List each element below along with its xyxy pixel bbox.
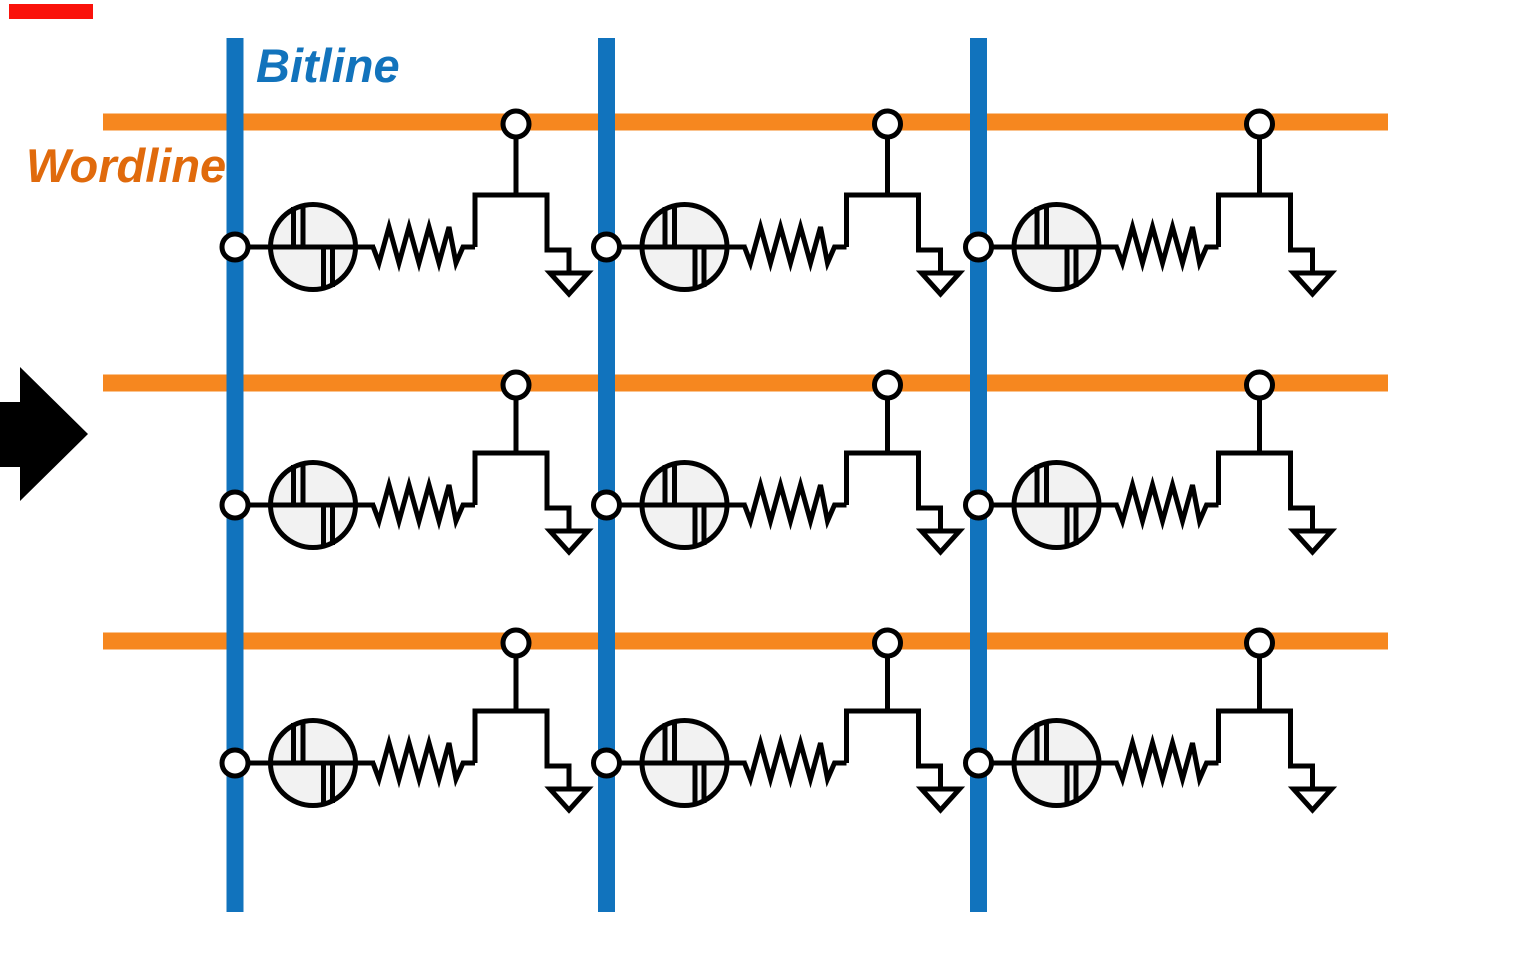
ground-icon <box>915 786 966 814</box>
memory-cells-group <box>219 108 1338 814</box>
access-transistor <box>844 192 943 273</box>
resistor-icon <box>370 217 475 273</box>
access-transistor <box>472 192 572 273</box>
memory-cell-r3c3 <box>963 627 1338 814</box>
resistor-icon <box>742 217 847 273</box>
bitline-terminal-node <box>219 231 251 263</box>
bitline-2 <box>598 38 615 912</box>
wordline-label: Wordline <box>26 139 227 192</box>
ground-icon <box>1287 528 1338 556</box>
memory-cell-r3c2 <box>591 627 966 814</box>
bitline-terminal-node <box>963 489 994 521</box>
wordlines-group <box>103 113 1388 650</box>
resistor-icon <box>742 475 847 531</box>
bitline-label: Bitline <box>256 39 400 92</box>
ground-icon <box>915 528 966 556</box>
bitline-terminal-node <box>591 747 622 779</box>
ground-icon <box>1287 786 1338 814</box>
wordline-3 <box>103 632 1388 650</box>
memory-cell-r1c1 <box>219 108 594 298</box>
resistor-icon <box>370 733 475 789</box>
access-transistor <box>1216 192 1315 273</box>
bitline-terminal-node <box>963 231 994 263</box>
wordline-2 <box>103 374 1388 392</box>
access-transistor <box>472 450 572 531</box>
memory-cell-r2c1 <box>219 369 594 556</box>
wordline-gate-node <box>500 627 532 659</box>
bitline-terminal-node <box>219 747 251 779</box>
memory-cell-r3c1 <box>219 627 594 814</box>
memory-cell-r1c2 <box>591 108 966 298</box>
ground-icon <box>915 270 966 298</box>
bitline-terminal-node <box>591 489 622 521</box>
memory-cell-r2c2 <box>591 369 966 556</box>
resistor-icon <box>1114 217 1219 273</box>
bitline-terminal-node <box>219 489 251 521</box>
wordline-gate-node <box>500 369 532 401</box>
memory-cell-r2c3 <box>963 369 1338 556</box>
bitline-terminal-node <box>963 747 994 779</box>
resistor-icon <box>1114 733 1219 789</box>
ground-icon <box>544 270 594 298</box>
access-transistor <box>472 708 572 789</box>
wordline-gate-node <box>1244 108 1275 140</box>
ground-icon <box>544 528 594 556</box>
wordline-gate-node <box>1244 627 1275 659</box>
wordline-gate-node <box>500 108 532 140</box>
ground-icon <box>544 786 594 814</box>
access-transistor <box>1216 708 1315 789</box>
wordline-gate-node <box>1244 369 1275 401</box>
wordline-gate-node <box>872 369 903 401</box>
red-marker-bar <box>9 4 93 19</box>
bitline-3 <box>970 38 987 912</box>
selected-wordline-arrow-icon <box>0 367 88 501</box>
wordline-gate-node <box>872 627 903 659</box>
access-transistor <box>1216 450 1315 531</box>
bitline-1 <box>226 38 244 912</box>
resistor-icon <box>742 733 847 789</box>
bitline-terminal-node <box>591 231 622 263</box>
wordline-gate-node <box>872 108 903 140</box>
access-transistor <box>844 450 943 531</box>
access-transistor <box>844 708 943 789</box>
resistor-icon <box>370 475 475 531</box>
wordline-1 <box>103 113 1388 131</box>
ground-icon <box>1287 270 1338 298</box>
resistor-icon <box>1114 475 1219 531</box>
memory-cell-r1c3 <box>963 108 1338 298</box>
